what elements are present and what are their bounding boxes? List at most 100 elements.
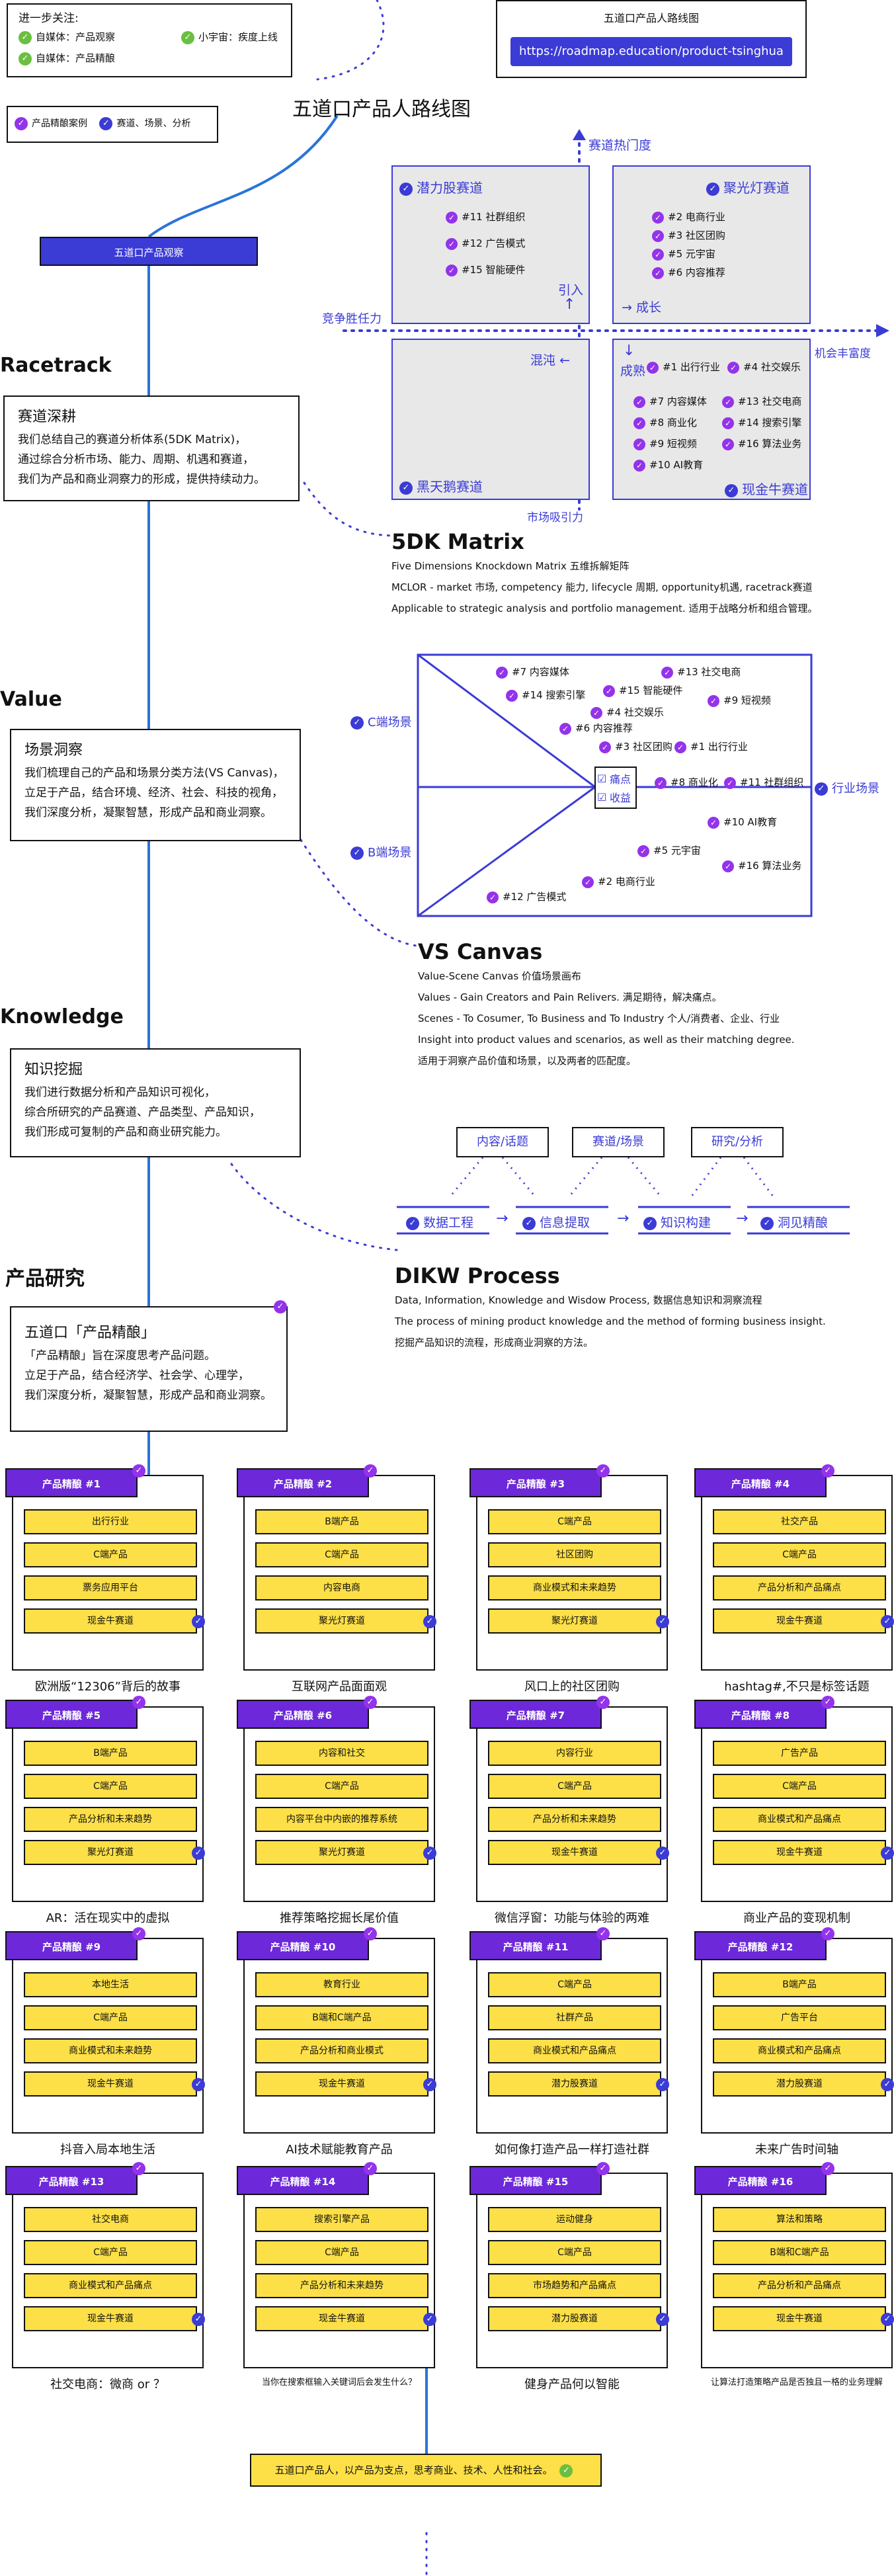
case-tag[interactable]: 现金牛赛道 xyxy=(713,1840,886,1865)
case-tag[interactable]: 聚光灯赛道 xyxy=(24,1840,197,1865)
canvas-item[interactable]: ✓#4 社交娱乐 xyxy=(590,705,664,719)
case-tag[interactable]: 广告产品 xyxy=(713,1741,886,1766)
follow-item-3[interactable]: ✓自媒体：产品精酿 xyxy=(19,51,115,65)
dikw-tag-race[interactable]: 赛道/场景 xyxy=(572,1127,665,1157)
case-card[interactable]: 产品精酿 #12✓B端产品广告平台商业模式和产品痛点潜力股赛道✓未来广告时间轴 xyxy=(694,1927,894,2163)
canvas-item[interactable]: ✓#1 出行行业 xyxy=(674,739,748,753)
case-tag[interactable]: 搜索引擎产品 xyxy=(255,2207,428,2232)
case-tag[interactable]: C端产品 xyxy=(24,2005,197,2030)
case-tag[interactable]: C端产品 xyxy=(24,1542,197,1567)
canvas-item[interactable]: ✓#2 电商行业 xyxy=(582,874,655,888)
dikw-step-info[interactable]: ✓信息提取 xyxy=(522,1213,590,1231)
case-tag[interactable]: B端和C端产品 xyxy=(255,2005,428,2030)
case-tag[interactable]: B端产品 xyxy=(713,1972,886,1997)
case-tag[interactable]: 现金牛赛道 xyxy=(24,1608,197,1634)
case-tag[interactable]: B端和C端产品 xyxy=(713,2240,886,2265)
race-item[interactable]: ✓#11 社群组织 xyxy=(446,210,525,224)
follow-item-1[interactable]: ✓自媒体：产品观察 xyxy=(19,30,115,44)
case-tag[interactable]: B端产品 xyxy=(255,1509,428,1534)
roadmap-url-button[interactable]: https://roadmap.education/product-tsingh… xyxy=(510,37,792,66)
race-item[interactable]: ✓#16 算法业务 xyxy=(722,436,801,450)
case-tag[interactable]: 聚光灯赛道 xyxy=(255,1608,428,1634)
canvas-item[interactable]: ✓#9 短视频 xyxy=(708,693,771,707)
case-tag[interactable]: 潜力股赛道 xyxy=(713,2071,886,2097)
race-item[interactable]: ✓#8 商业化 xyxy=(633,415,697,429)
case-tag[interactable]: 现金牛赛道 xyxy=(24,2306,197,2331)
case-tag[interactable]: 教育行业 xyxy=(255,1972,428,1997)
follow-item-2[interactable]: ✓小宇宙：疾度上线 xyxy=(181,30,278,44)
dikw-tag-content[interactable]: 内容/话题 xyxy=(456,1127,549,1157)
race-item[interactable]: ✓#6 内容推荐 xyxy=(652,265,725,279)
case-tag[interactable]: 产品分析和未来趋势 xyxy=(488,1807,661,1832)
case-tag[interactable]: B端产品 xyxy=(24,1741,197,1766)
canvas-item[interactable]: ✓#11 社群组织 xyxy=(724,775,803,789)
case-tag[interactable]: 潜力股赛道 xyxy=(488,2071,661,2097)
quadrant-potential[interactable]: ✓潜力股赛道 ✓#11 社群组织 ✓#12 广告模式 ✓#15 智能硬件 引入 … xyxy=(391,165,590,324)
canvas-item[interactable]: ✓#3 社区团购 xyxy=(599,739,672,753)
case-tag[interactable]: 商业模式和产品痛点 xyxy=(713,1807,886,1832)
case-tag[interactable]: C端产品 xyxy=(488,1774,661,1799)
race-item[interactable]: ✓#10 AI教育 xyxy=(633,458,703,472)
canvas-item[interactable]: ✓#14 搜索引擎 xyxy=(506,688,585,702)
case-tag[interactable]: C端产品 xyxy=(713,1542,886,1567)
canvas-item[interactable]: ✓#7 内容媒体 xyxy=(496,665,569,679)
case-tag[interactable]: 产品分析和商业模式 xyxy=(255,2038,428,2063)
case-card[interactable]: 产品精酿 #3✓C端产品社区团购商业模式和未来趋势聚光灯赛道✓风口上的社区团购 xyxy=(469,1464,669,1700)
case-tag[interactable]: C端产品 xyxy=(255,1542,428,1567)
case-tag[interactable]: 内容行业 xyxy=(488,1741,661,1766)
case-tag[interactable]: C端产品 xyxy=(488,2240,661,2265)
case-tag[interactable]: 本地生活 xyxy=(24,1972,197,1997)
case-tag[interactable]: 社交电商 xyxy=(24,2207,197,2232)
dikw-step-knowledge[interactable]: ✓知识构建 xyxy=(643,1213,711,1231)
case-tag[interactable]: 商业模式和产品痛点 xyxy=(24,2273,197,2298)
race-item[interactable]: ✓#5 元宇宙 xyxy=(652,247,715,261)
case-tag[interactable]: 现金牛赛道 xyxy=(255,2071,428,2097)
case-tag[interactable]: 算法和策略 xyxy=(713,2207,886,2232)
case-tag[interactable]: C端产品 xyxy=(255,1774,428,1799)
race-item[interactable]: ✓#12 广告模式 xyxy=(446,236,525,250)
case-tag[interactable]: C端产品 xyxy=(255,2240,428,2265)
canvas-item[interactable]: ✓#5 元宇宙 xyxy=(637,843,701,857)
case-tag[interactable]: 现金牛赛道 xyxy=(24,2071,197,2097)
case-card[interactable]: 产品精酿 #11✓C端产品社群产品商业模式和产品痛点潜力股赛道✓如何像打造产品一… xyxy=(469,1927,669,2163)
root-node[interactable]: 五道口产品观察 xyxy=(40,237,258,266)
case-tag[interactable]: 出行行业 xyxy=(24,1509,197,1534)
race-item[interactable]: ✓#14 搜索引擎 xyxy=(722,415,801,429)
case-tag[interactable]: 商业模式和未来趋势 xyxy=(488,1575,661,1600)
race-item[interactable]: ✓#1 出行行业 xyxy=(647,360,720,374)
case-tag[interactable]: 商业模式和产品痛点 xyxy=(713,2038,886,2063)
case-tag[interactable]: 社区团购 xyxy=(488,1542,661,1567)
case-tag[interactable]: 社交产品 xyxy=(713,1509,886,1534)
case-tag[interactable]: 产品分析和未来趋势 xyxy=(24,1807,197,1832)
case-tag[interactable]: 广告平台 xyxy=(713,2005,886,2030)
race-item[interactable]: ✓#4 社交娱乐 xyxy=(727,360,801,374)
case-tag[interactable]: 社群产品 xyxy=(488,2005,661,2030)
canvas-item[interactable]: ✓#6 内容推荐 xyxy=(559,721,633,735)
canvas-item[interactable]: ✓#12 广告模式 xyxy=(487,890,566,903)
race-item[interactable]: ✓#13 社交电商 xyxy=(722,394,801,408)
case-tag[interactable]: 内容平台中内嵌的推荐系统 xyxy=(255,1807,428,1832)
case-tag[interactable]: 票务应用平台 xyxy=(24,1575,197,1600)
race-item[interactable]: ✓#2 电商行业 xyxy=(652,210,725,224)
canvas-item[interactable]: ✓#8 商业化 xyxy=(655,775,718,789)
race-item[interactable]: ✓#15 智能硬件 xyxy=(446,263,525,276)
canvas-item[interactable]: ✓#15 智能硬件 xyxy=(603,683,682,697)
canvas-item[interactable]: ✓#10 AI教育 xyxy=(708,815,777,829)
case-tag[interactable]: C端产品 xyxy=(488,1972,661,1997)
race-item[interactable]: ✓#3 社区团购 xyxy=(652,228,725,242)
case-tag[interactable]: 内容和社交 xyxy=(255,1741,428,1766)
case-tag[interactable]: C端产品 xyxy=(488,1509,661,1534)
case-tag[interactable]: 现金牛赛道 xyxy=(713,1608,886,1634)
case-tag[interactable]: 产品分析和产品痛点 xyxy=(713,2273,886,2298)
